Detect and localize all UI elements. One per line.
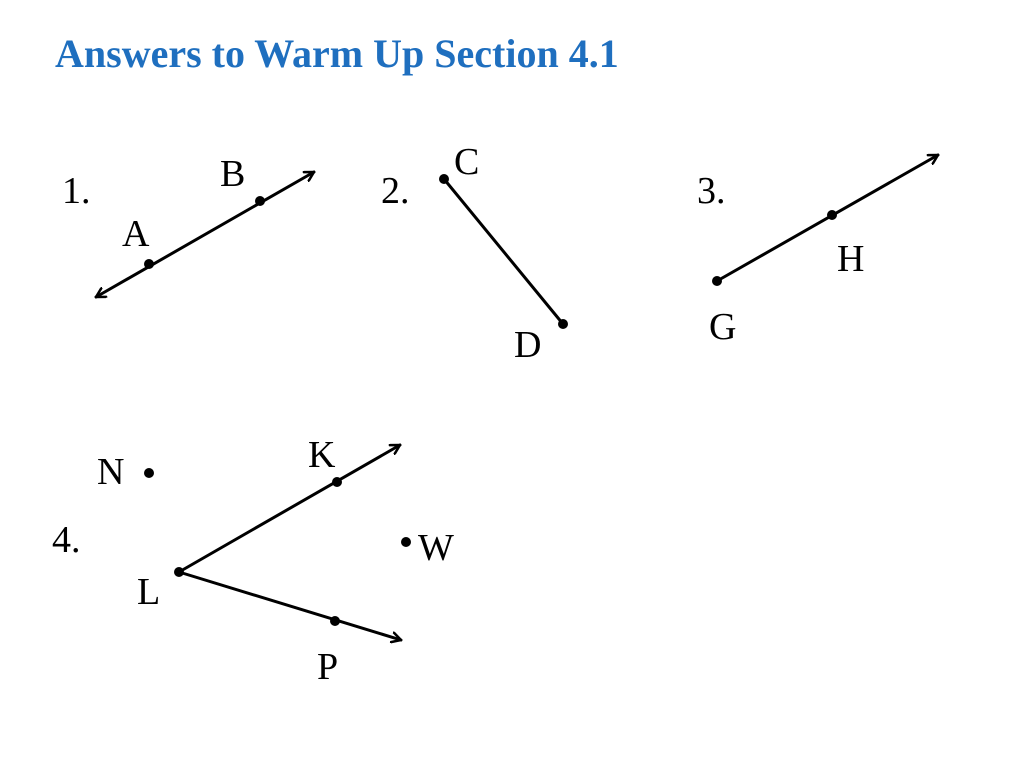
problem-3: 3. H G xyxy=(697,153,940,348)
label-l: L xyxy=(137,571,160,613)
point-g xyxy=(712,276,722,286)
point-k xyxy=(332,477,342,487)
problem-3-number: 3. xyxy=(697,170,726,212)
line-ab xyxy=(94,170,316,299)
problem-4: 4. N K L W P xyxy=(52,434,454,688)
label-h: H xyxy=(837,238,864,280)
slide-title: Answers to Warm Up Section 4.1 xyxy=(55,31,619,76)
point-n xyxy=(144,468,154,478)
label-c: C xyxy=(454,141,479,183)
ray-lk xyxy=(177,443,402,574)
point-h xyxy=(827,210,837,220)
segment-cd xyxy=(442,177,565,326)
label-b: B xyxy=(220,153,245,195)
point-c xyxy=(439,174,449,184)
point-d xyxy=(558,319,568,329)
problem-1: 1. A B xyxy=(62,153,316,299)
label-a: A xyxy=(122,213,150,255)
point-b xyxy=(255,196,265,206)
label-n: N xyxy=(97,451,124,493)
point-a xyxy=(144,259,154,269)
label-g: G xyxy=(709,306,736,348)
point-l xyxy=(174,567,184,577)
problem-4-number: 4. xyxy=(52,519,81,561)
label-k: K xyxy=(308,434,336,476)
ray-gh xyxy=(715,153,940,283)
problem-2: 2. C D xyxy=(381,141,568,366)
problem-1-number: 1. xyxy=(62,170,91,212)
label-p: P xyxy=(317,646,338,688)
label-d: D xyxy=(514,324,541,366)
label-w: W xyxy=(418,527,454,569)
point-w xyxy=(401,537,411,547)
problem-2-number: 2. xyxy=(381,170,410,212)
ray-lp xyxy=(177,570,403,640)
point-p xyxy=(330,616,340,626)
